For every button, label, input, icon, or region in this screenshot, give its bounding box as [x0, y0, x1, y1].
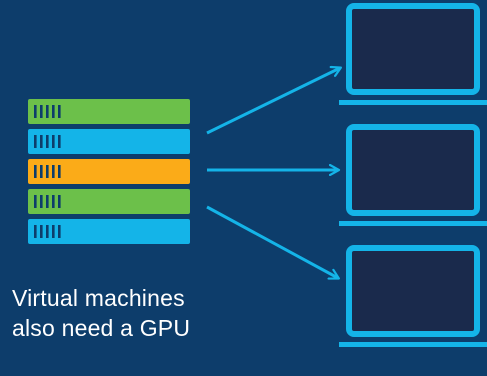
vent-slot	[40, 225, 43, 238]
vent-slot	[46, 105, 49, 118]
caption-line-1: Virtual machines	[12, 285, 185, 311]
vent-slot	[58, 195, 61, 208]
vent-slot	[52, 105, 55, 118]
laptops-group	[339, 3, 487, 347]
vent-slot	[40, 165, 43, 178]
laptop-icon	[339, 124, 487, 226]
arrow-icon-top	[206, 68, 340, 135]
vent-slot	[34, 135, 37, 148]
vent-slot	[58, 105, 61, 118]
laptop-base	[339, 342, 487, 347]
vent-slot	[46, 135, 49, 148]
vent-slot	[52, 135, 55, 148]
vent-slot	[58, 225, 61, 238]
arrows-group	[206, 68, 340, 278]
vent-slot	[52, 165, 55, 178]
server-unit	[28, 219, 190, 244]
vent-slot	[46, 225, 49, 238]
laptop-icon	[339, 245, 487, 347]
vent-slot	[40, 135, 43, 148]
vent-slot	[34, 105, 37, 118]
server-unit	[28, 189, 190, 214]
vent-slot	[34, 225, 37, 238]
vent-slot	[40, 195, 43, 208]
laptop-base	[339, 221, 487, 226]
laptop-base	[339, 100, 487, 105]
server-unit	[28, 99, 190, 124]
server-unit	[28, 159, 190, 184]
server-unit	[28, 129, 190, 154]
laptop-icon	[339, 3, 487, 105]
vent-slot	[46, 195, 49, 208]
vent-slot	[40, 105, 43, 118]
vent-slot	[34, 165, 37, 178]
vent-slot	[58, 165, 61, 178]
vent-slot	[52, 225, 55, 238]
vent-slot	[52, 195, 55, 208]
arrow-icon-bottom	[206, 205, 338, 278]
caption-line-2: also need a GPU	[12, 315, 191, 341]
vent-slot	[46, 165, 49, 178]
caption: Virtual machines also need a GPU	[12, 283, 190, 343]
vent-slot	[58, 135, 61, 148]
vent-slot	[34, 195, 37, 208]
server-rack-icon	[28, 99, 190, 244]
